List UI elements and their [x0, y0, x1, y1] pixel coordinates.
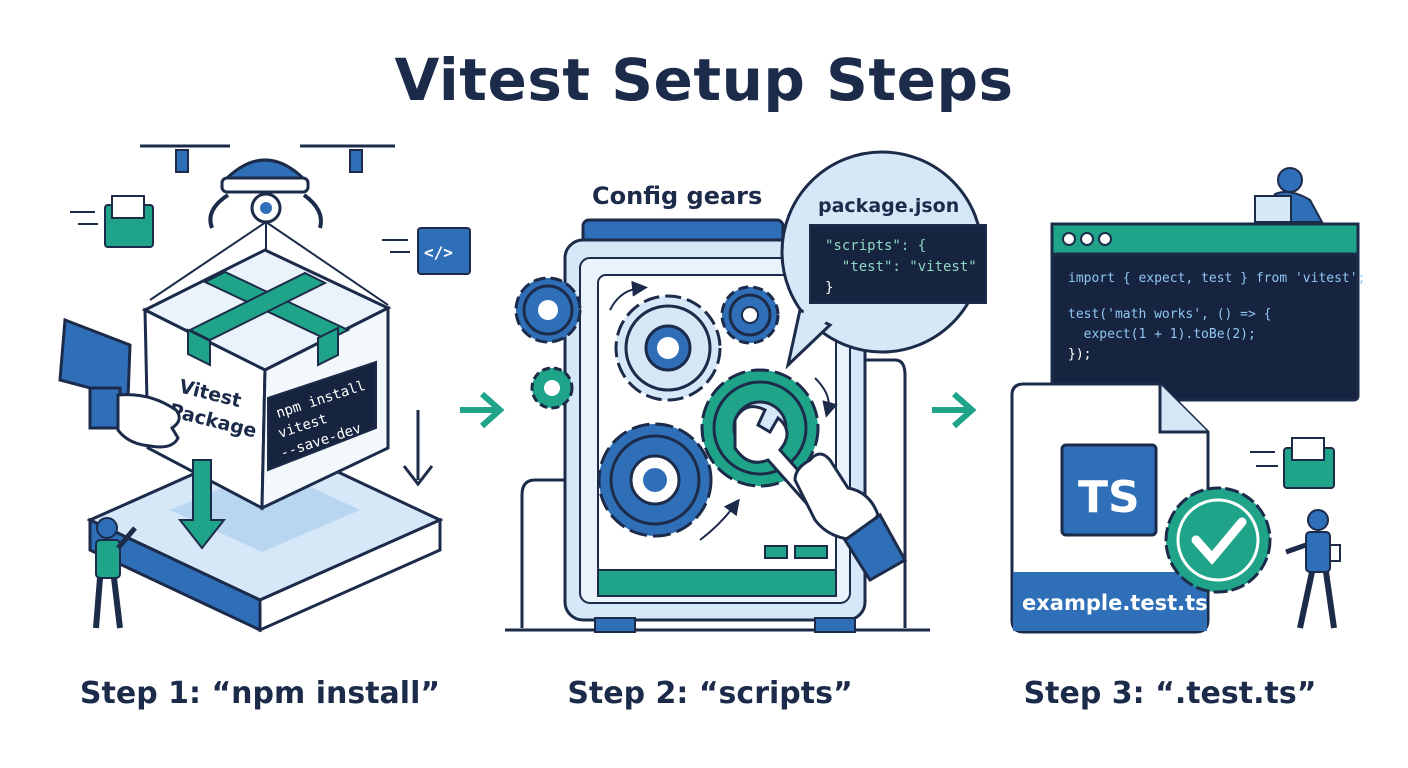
page-title: Vitest Setup Steps: [394, 46, 1014, 114]
test-code-line2: test('math works', () => {: [1068, 307, 1272, 322]
test-code-line4: });: [1068, 347, 1091, 362]
person-icon: [93, 517, 137, 629]
rotation-arrow: [609, 280, 648, 311]
check-badge-icon: [1164, 486, 1272, 594]
code-editor-window: [1050, 222, 1360, 402]
scripts-code-line2: "test": "vitest": [825, 259, 977, 275]
step2-illustration: Config gears: [505, 150, 987, 633]
arrow-right-icon: [460, 391, 505, 429]
config-gears-label: Config gears: [592, 182, 762, 210]
rotation-arrow: [814, 377, 838, 418]
code-file-icon: </>: [382, 227, 471, 275]
scripts-code-line1: "scripts": {: [825, 238, 926, 254]
hand-icon: [58, 317, 181, 449]
developer-icon: [1254, 167, 1324, 223]
step1-caption: Step 1: “npm install”: [79, 676, 441, 711]
arrow-right-icon: [932, 391, 977, 429]
step2-caption: Step 2: “scripts”: [567, 676, 853, 711]
step3-caption: Step 3: “.test.ts”: [1023, 676, 1317, 711]
svg-text:</>: </>: [424, 243, 453, 262]
folder-icon: [1250, 437, 1335, 489]
hand-icon: [793, 452, 908, 583]
gear-icon: [720, 285, 780, 345]
drone-icon: [140, 144, 395, 306]
install-platform: [86, 438, 444, 633]
person-icon: [1285, 509, 1341, 629]
test-file-icon: [1010, 382, 1210, 634]
folder-icon: [70, 195, 154, 248]
test-code-line3: expect(1 + 1).toBe(2);: [1068, 327, 1256, 342]
test-code-line1: import { expect, test } from 'vitest';: [1068, 271, 1365, 286]
rotation-arrow: [699, 498, 740, 541]
down-arrow-icon: [177, 410, 434, 550]
gear-icon: [614, 294, 722, 402]
vitest-package-box: [141, 248, 392, 511]
gear-icon: [514, 276, 582, 410]
test-file-name: example.test.ts: [1022, 591, 1208, 615]
ts-badge: TS: [1078, 472, 1140, 523]
gear-icon: [597, 422, 713, 538]
step3-illustration: import { expect, test } from 'vitest'; t…: [1010, 167, 1365, 634]
package-json-title: package.json: [818, 195, 959, 217]
package-json-bubble: [780, 150, 987, 370]
scripts-code-line3: }: [825, 280, 833, 296]
step1-illustration: Vitest Package npm install vitest --save…: [58, 144, 471, 633]
